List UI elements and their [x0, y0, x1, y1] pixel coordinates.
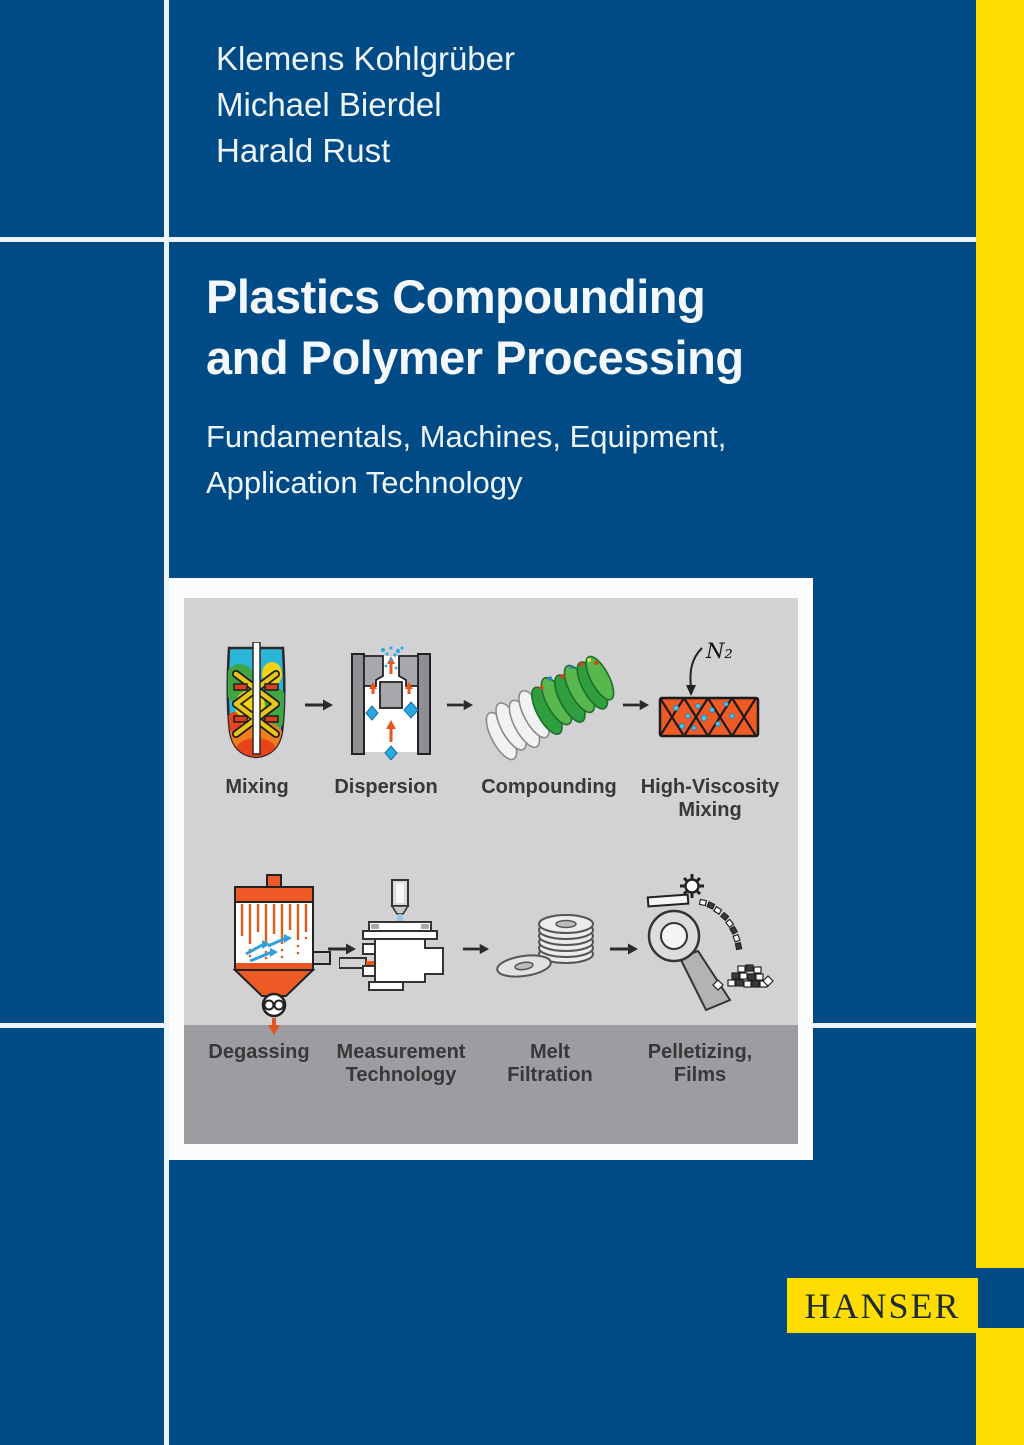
dispersion-valve-icon — [351, 646, 431, 760]
vertical-divider-rule — [164, 0, 169, 1445]
caption-mixing: Mixing — [225, 776, 289, 798]
measurement-apparatus-icon — [339, 879, 444, 991]
twin-screw-icon — [485, 655, 615, 761]
author-block: Klemens Kohlgrüber Michael Bierdel Haral… — [216, 36, 515, 174]
caption-measurement-technology: Measurement Technology — [336, 1041, 466, 1086]
publisher-logo: HANSER — [787, 1278, 978, 1333]
subtitle-line: Fundamentals, Machines, Equipment, — [206, 419, 727, 454]
filter-disc-stack-icon — [496, 914, 594, 978]
upper-horizontal-rule — [0, 237, 976, 242]
author-name: Harald Rust — [216, 132, 391, 169]
book-title: Plastics Compounding and Polymer Process… — [206, 266, 744, 388]
title-line: and Polymer Processing — [206, 331, 744, 384]
author-name: Klemens Kohlgrüber — [216, 40, 515, 77]
caption-dispersion: Dispersion — [334, 776, 438, 798]
author-name: Michael Bierdel — [216, 86, 442, 123]
stirred-vessel-icon — [226, 642, 286, 759]
pelletizer-roll-icon — [646, 874, 774, 1012]
flow-arrow-icon — [462, 943, 490, 955]
process-diagram: N₂ Mixing Dispersion — [184, 598, 798, 1144]
kneader-box-icon: N₂ — [658, 639, 760, 738]
caption-band — [184, 1025, 798, 1144]
yellow-strip-blue-knockout — [976, 1268, 1024, 1328]
caption-high-viscosity-mixing: High-Viscosity Mixing — [640, 776, 780, 821]
flow-arrow-icon — [328, 943, 356, 955]
subtitle-line: Application Technology — [206, 465, 523, 500]
flow-arrow-icon — [305, 699, 333, 711]
devolatilizer-icon — [232, 874, 331, 1035]
publisher-name: HANSER — [804, 1285, 961, 1326]
title-line: Plastics Compounding — [206, 270, 706, 323]
flow-arrow-icon — [622, 699, 650, 711]
book-subtitle: Fundamentals, Machines, Equipment, Appli… — [206, 414, 726, 506]
caption-melt-filtration: Melt Filtration — [507, 1041, 593, 1086]
process-diagram-panel: N₂ Mixing Dispersion — [168, 578, 813, 1160]
right-yellow-strip — [976, 0, 1024, 1445]
nitrogen-label: N₂ — [705, 639, 733, 663]
caption-compounding: Compounding — [481, 776, 617, 798]
flow-arrow-icon — [446, 699, 474, 711]
caption-degassing: Degassing — [208, 1041, 310, 1063]
flow-arrow-icon — [610, 943, 638, 955]
caption-pelletizing-films: Pelletizing, Films — [647, 1041, 753, 1086]
sun-icon — [680, 874, 704, 898]
